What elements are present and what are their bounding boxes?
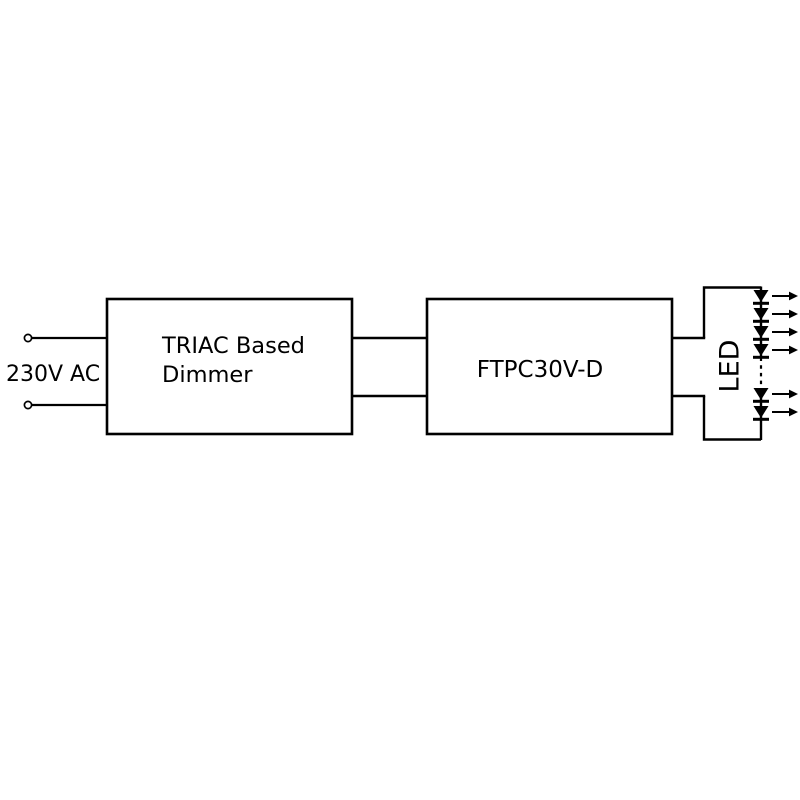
dimmer-label-line2: Dimmer (162, 362, 253, 388)
led-diode-1-icon (751, 288, 771, 305)
ac-source-label: 230V AC (6, 362, 100, 387)
dimmer-block: TRIAC Based Dimmer (105, 297, 354, 436)
emission-arrow-4-icon (771, 344, 799, 356)
driver-box (425, 297, 674, 436)
emission-arrow-3-icon (771, 326, 799, 338)
ac-terminal-bottom-icon (23, 400, 33, 410)
led-label: LED (715, 340, 746, 393)
emission-arrow-5-icon (771, 388, 799, 400)
dimmer-box (105, 297, 354, 436)
driver-label: FTPC30V-D (477, 357, 603, 383)
driver-block: FTPC30V-D (425, 297, 674, 436)
ac-terminal-top-icon (23, 333, 33, 343)
led-diode-5-icon (751, 386, 771, 403)
emission-arrow-2-icon (771, 308, 799, 320)
led-diode-2-icon (751, 306, 771, 323)
led-box-outline-bottom (702, 396, 761, 441)
emission-arrow-1-icon (771, 290, 799, 302)
ac-source: 230V AC (6, 333, 108, 410)
led-diode-6-icon (751, 404, 771, 421)
led-diode-3-icon (751, 324, 771, 341)
dimmer-driver-wires (351, 336, 428, 398)
dimmer-label-line1: TRIAC Based (161, 333, 305, 359)
led-box-outline-top (702, 286, 761, 338)
led-module: LED (702, 286, 799, 441)
driver-led-wires (671, 336, 706, 398)
led-diode-4-icon (751, 342, 771, 359)
emission-arrow-6-icon (771, 406, 799, 418)
